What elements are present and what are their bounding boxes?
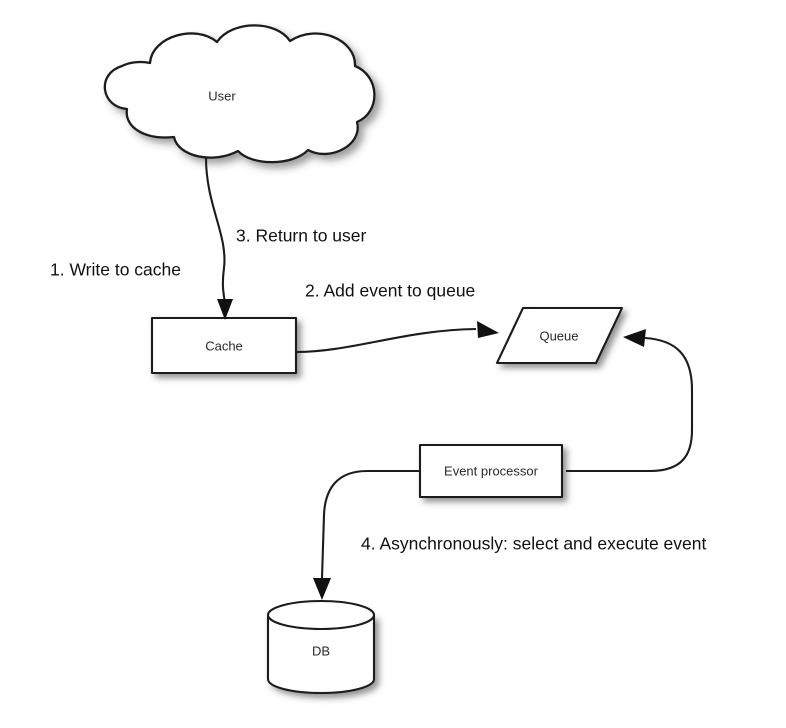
node-queue-label: Queue (539, 328, 578, 343)
arrow-head-icon (217, 299, 233, 320)
edge-cache-to-queue (295, 321, 499, 354)
node-db-label: DB (312, 643, 330, 658)
node-cache[interactable]: Cache (150, 316, 298, 375)
node-db[interactable]: DB (266, 599, 376, 695)
node-user[interactable]: User (103, 24, 376, 164)
arrow-head-icon (477, 321, 499, 338)
edge-label-async-select-execute: 4. Asynchronously: select and execute ev… (361, 534, 706, 554)
edge-label-write-to-cache: 1. Write to cache (50, 260, 181, 280)
edge-event-processor-to-db (313, 469, 420, 600)
node-queue[interactable]: Queue (495, 306, 624, 365)
node-cache-label: Cache (205, 338, 243, 353)
edge-event-processor-to-queue (566, 329, 694, 473)
edge-label-return-to-user: 3. Return to user (236, 226, 367, 246)
edge-label-add-event-to-queue: 2. Add event to queue (305, 281, 475, 301)
node-event-processor-label: Event processor (444, 463, 539, 478)
arrow-head-icon (313, 578, 331, 600)
node-event-processor[interactable]: Event processor (418, 443, 564, 499)
node-user-label: User (208, 88, 236, 103)
arrow-head-icon (623, 329, 646, 347)
edge-user-to-cache (204, 157, 233, 320)
